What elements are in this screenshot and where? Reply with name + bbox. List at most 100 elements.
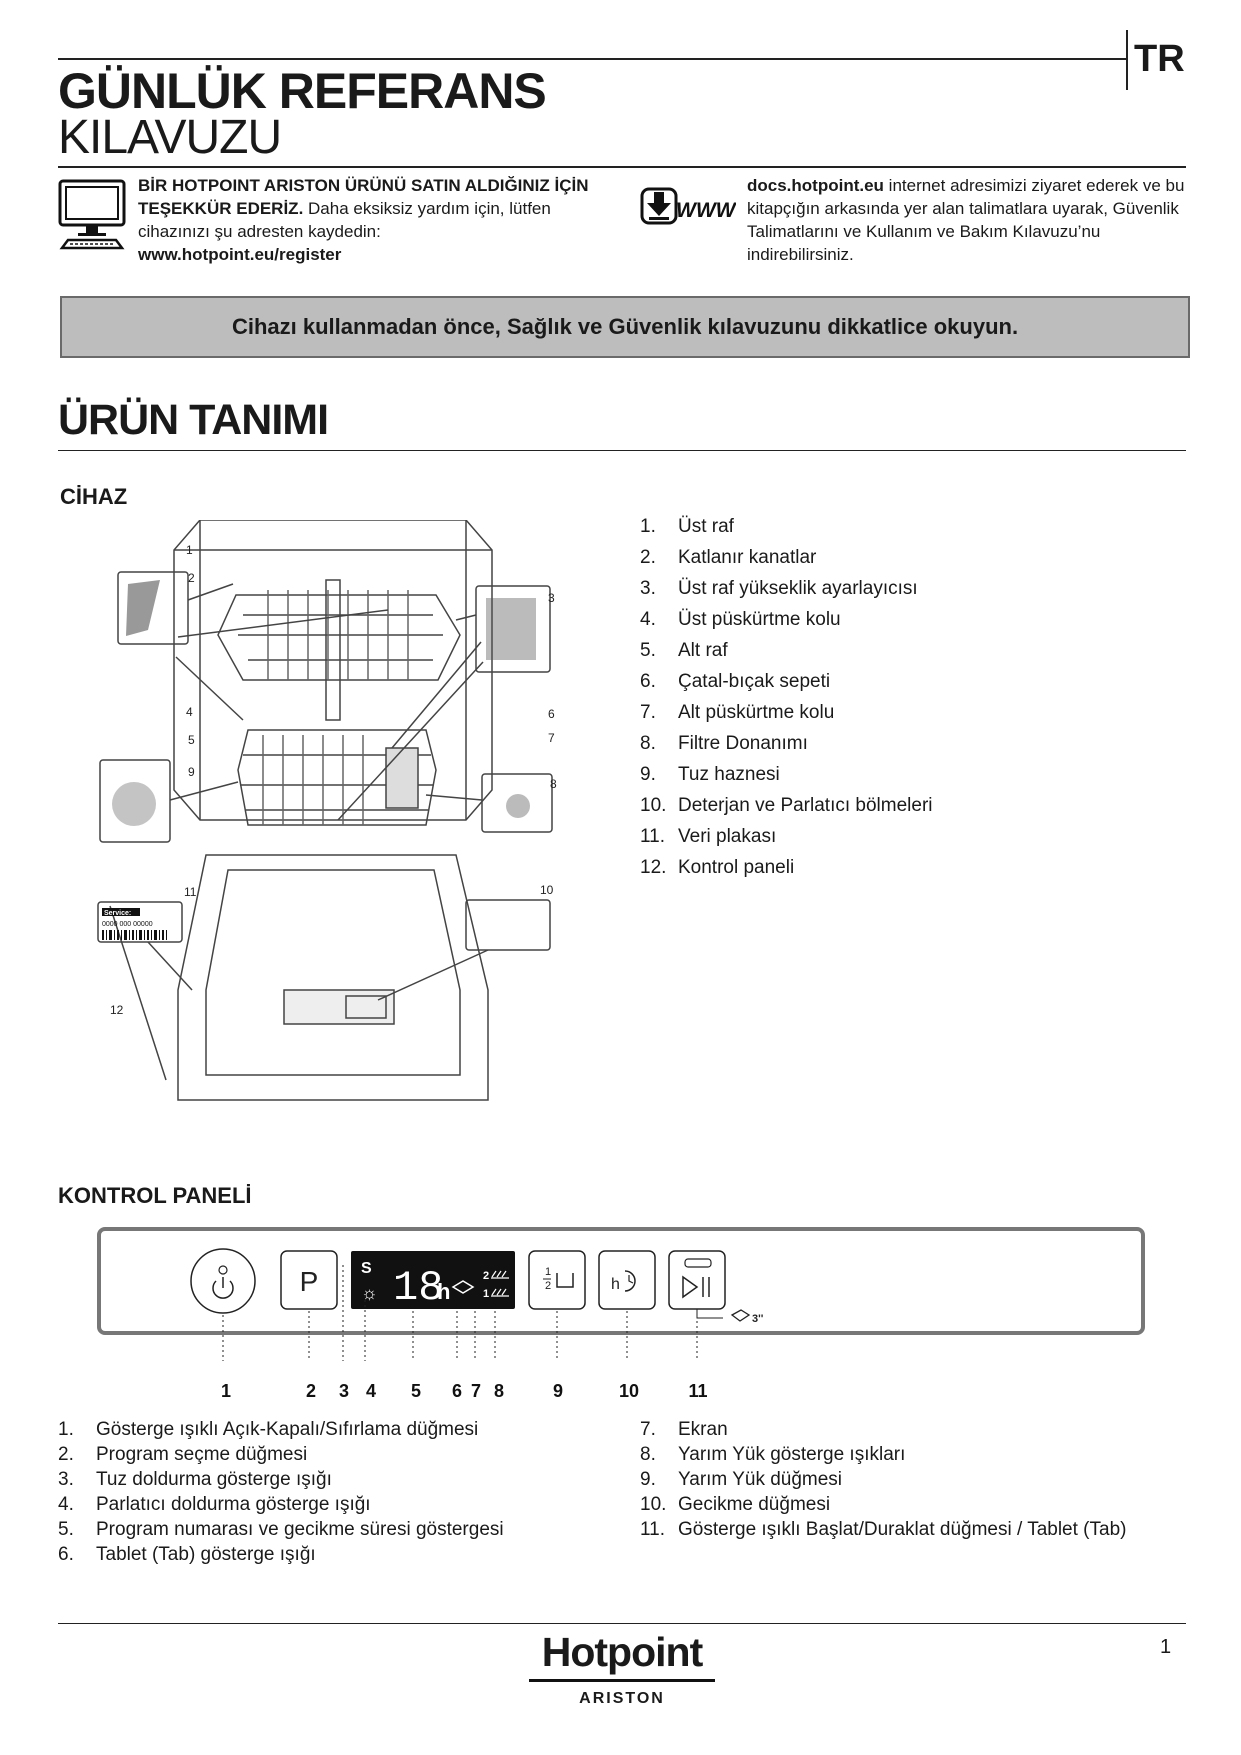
part-item: 5. Alt raf (640, 640, 933, 671)
safety-warning-banner: Cihazı kullanmadan önce, Sağlık ve Güven… (60, 296, 1190, 358)
program-number-display: 18 (393, 1264, 443, 1312)
control-item: 3.Tuz doldurma gösterge ışığı (58, 1469, 504, 1494)
control-panel-diagram: P S ☼ 18 h 2 1 1 2 h (95, 1225, 1155, 1410)
program-button[interactable]: P (280, 1250, 338, 1310)
brand-name: Hotpoint (541, 1629, 703, 1675)
program-button-label: P (300, 1266, 319, 1297)
data-plate-service-label: Service: (104, 910, 131, 917)
part-item: 8.Filtre Donanımı (640, 733, 933, 764)
diagram-label-12: 12 (110, 1003, 124, 1017)
half-load-button[interactable]: 1 2 (528, 1250, 586, 1310)
control-item: 6.Tablet (Tab) gösterge ışığı (58, 1544, 504, 1569)
list-item-label: Program numarası ve gecikme süresi göste… (96, 1519, 504, 1540)
data-plate-code: 0000 000 00000 (102, 921, 153, 928)
list-item-number: 9. (640, 1469, 656, 1490)
panel-callout-7: 7 (471, 1381, 481, 1401)
diagram-label-3: 3 (548, 591, 555, 605)
part-item: 2. Katlanır kanatlar (640, 547, 933, 578)
list-item-number: 1. (58, 1419, 74, 1440)
register-link[interactable]: www.hotpoint.eu/register (138, 245, 342, 264)
intro-register-body: Daha eksiksiz yardım için, lütfen cihazı… (138, 199, 551, 241)
start-pause-button[interactable] (668, 1250, 726, 1310)
part-item: 6.Çatal-bıçak sepeti (640, 671, 933, 702)
panel-callout-4: 4 (366, 1381, 376, 1401)
list-item-number: 4. (640, 609, 656, 630)
display: S ☼ 18 h 2 1 (351, 1251, 515, 1312)
list-item-number: 8. (640, 733, 656, 754)
list-item-number: 12. (640, 857, 667, 878)
tablet-indicator-icon (451, 1280, 475, 1294)
appliance-heading: CİHAZ (60, 484, 128, 509)
tablet-icon (730, 1309, 751, 1322)
docs-link[interactable]: docs.hotpoint.eu (747, 176, 884, 195)
list-item-label: Parlatıcı doldurma gösterge ışığı (96, 1494, 371, 1515)
diagram-label-9: 9 (188, 765, 195, 779)
power-button[interactable] (190, 1248, 256, 1314)
intro-thanks-bold: BİR HOTPOINT ARISTON ÜRÜNÜ SATIN ALDIĞIN… (138, 176, 589, 218)
control-item: 2. Program seçme düğmesi (58, 1444, 504, 1469)
list-item-number: 2. (58, 1444, 74, 1465)
list-item-label: Alt raf (678, 640, 728, 661)
hour-indicator: h (437, 1279, 450, 1304)
www-download-icon: WWW (640, 186, 738, 233)
list-item-label: Program seçme düğmesi (96, 1444, 308, 1465)
diagram-label-11: 11 (184, 885, 197, 899)
control-item: 8.Yarım Yük gösterge ışıkları (640, 1444, 1126, 1469)
www-label: WWW (676, 199, 736, 222)
delay-label: h (611, 1276, 620, 1293)
panel-callout-3: 3 (339, 1381, 349, 1401)
list-item-label: Ekran (678, 1419, 728, 1440)
list-item-number: 9. (640, 764, 656, 785)
power-icon (212, 1280, 234, 1299)
list-item-number: 7. (640, 702, 656, 723)
diagram-label-4: 4 (186, 705, 193, 719)
list-item-label: Gösterge ışıklı Açık-Kapalı/Sıfırlama dü… (96, 1419, 479, 1440)
list-item-number: 10. (640, 795, 667, 816)
tab-hold-time: 3'' (752, 1313, 764, 1325)
diagram-label-1: 1 (186, 543, 193, 557)
diagram-label-10: 10 (540, 883, 554, 897)
half-load-icon (556, 1273, 574, 1288)
brand-logo: Hotpoint ARISTON (527, 1632, 717, 1708)
list-item-number: 7. (640, 1419, 656, 1440)
delay-button[interactable]: h (598, 1250, 656, 1310)
control-item: 9.Yarım Yük düğmesi (640, 1469, 1126, 1494)
panel-callout-8: 8 (494, 1381, 504, 1401)
list-item-label: Kontrol paneli (678, 857, 795, 878)
part-item: 3.Üst raf yükseklik ayarlayıcısı (640, 578, 933, 609)
list-item-label: Katlanır kanatlar (678, 547, 817, 568)
computer-icon (58, 178, 126, 257)
list-item-number: 2. (640, 547, 656, 568)
dishwasher-diagram: Service: 0000 000 00000 1 2 3 4 5 6 7 8 … (88, 519, 578, 1125)
list-item-label: Tuz haznesi (678, 764, 780, 785)
part-item: 4. Üst püskürtme kolu (640, 609, 933, 640)
logo-divider (529, 1679, 715, 1682)
page-number: 1 (1160, 1636, 1172, 1658)
part-item: 7.Alt püskürtme kolu (640, 702, 933, 733)
list-item-label: Üst püskürtme kolu (678, 609, 841, 630)
page-title-line2: KILAVUZU (58, 111, 282, 164)
control-panel-heading: KONTROL PANELİ (58, 1183, 252, 1208)
section-title: ÜRÜN TANIMI (58, 396, 329, 444)
list-item-number: 5. (640, 640, 656, 661)
intro-register-text: BİR HOTPOINT ARISTON ÜRÜNÜ SATIN ALDIĞIN… (138, 174, 598, 266)
part-item: 9. Tuz haznesi (640, 764, 933, 795)
list-item-number: 11. (640, 826, 666, 847)
control-item: 5.Program numarası ve gecikme süresi gös… (58, 1519, 504, 1544)
list-item-label: Üst raf (678, 516, 734, 537)
list-item-label: Gösterge ışıklı Başlat/Duraklat düğmesi … (678, 1519, 1127, 1540)
control-item: 7. Ekran (640, 1419, 1126, 1444)
panel-callout-1: 1 (221, 1381, 231, 1401)
part-item: 11.Veri plakası (640, 826, 933, 857)
play-pause-icon (682, 1275, 699, 1299)
intro-docs-body: internet adresimizi ziyaret ederek ve bu… (747, 176, 1185, 264)
list-item-label: Gecikme düğmesi (678, 1494, 831, 1515)
panel-callout-9: 9 (553, 1381, 563, 1401)
control-item: 11.Gösterge ışıklı Başlat/Duraklat düğme… (640, 1519, 1126, 1544)
list-item-number: 3. (640, 578, 656, 599)
svg-text:1: 1 (545, 1266, 551, 1278)
part-item: 1.Üst raf (640, 516, 933, 547)
list-item-number: 6. (58, 1544, 74, 1565)
language-code: TR (1134, 38, 1185, 80)
